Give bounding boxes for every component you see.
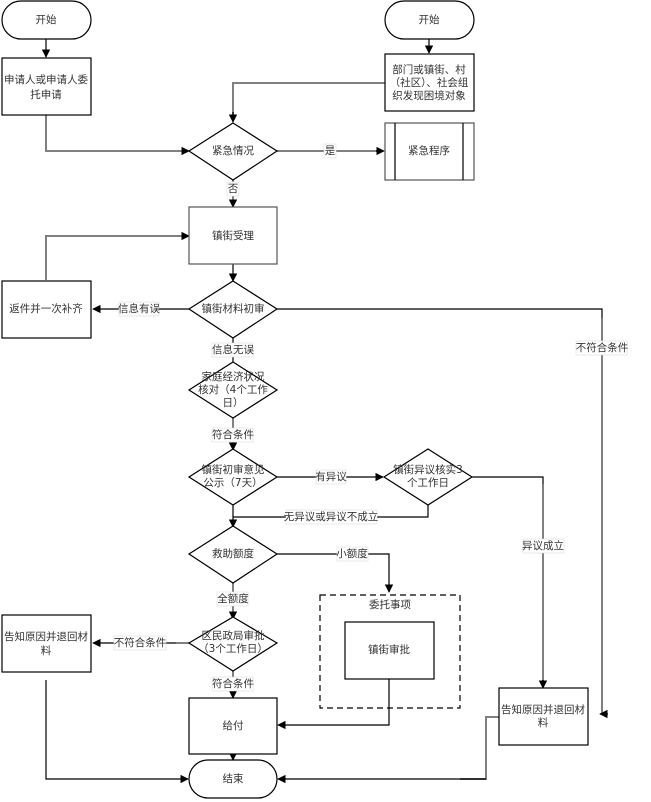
label-no: 否 <box>226 181 240 197</box>
discover-node: 部门或镇街、村 （社区）、社会组 织发现困境对象 <box>384 53 475 112</box>
notify-return-left-node: 告知原因并退回材 料 <box>1 614 92 673</box>
delegated-group: 委托事项 <box>319 594 461 709</box>
objection-verify-label-line2: 个工作日 <box>407 477 449 489</box>
svg-text:不符合条件: 不符合条件 <box>114 636 167 649</box>
street-accept-label: 镇街受理 <box>212 229 254 242</box>
label-not-meets-left: 不符合条件 <box>113 635 167 651</box>
street-accept-node: 镇街受理 <box>188 206 278 265</box>
start-right-label: 开始 <box>419 13 440 26</box>
aid-amount-decision: 救助额度 <box>187 525 279 584</box>
family-check-decision: 家庭经济状况 核对（4个工作 日） <box>187 361 279 419</box>
objection-verify-label-line1: 镇街异议核实3 <box>393 463 463 476</box>
start-left-node: 开始 <box>1 0 92 40</box>
svg-text:否: 否 <box>228 183 239 195</box>
apply-label-line2: 托申请 <box>30 88 62 101</box>
start-left-label: 开始 <box>36 13 57 26</box>
family-check-label-line2: 核对（4个工作 <box>198 383 268 396</box>
district-approve-label-line2: （3个工作日） <box>198 643 268 655</box>
label-small-amount: 小额度 <box>336 546 369 562</box>
delegated-group-label: 委托事项 <box>369 598 411 611</box>
apply-label-line1: 申请人或申请人委 <box>4 73 88 86</box>
label-objection-valid: 异议成立 <box>522 538 565 554</box>
district-approve-decision: 区民政局审批 （3个工作日） <box>187 616 279 672</box>
edge-street-pay <box>277 679 390 730</box>
objection-verify-decision: 镇街异议核实3 个工作日 <box>382 448 474 506</box>
return-supplement-label: 返件并一次补齐 <box>9 302 83 315</box>
initial-review-decision: 镇街材料初审 <box>187 280 279 339</box>
svg-text:异议成立: 异议成立 <box>522 539 564 552</box>
publicity-label-line1: 镇街初审意见 <box>202 463 265 476</box>
label-has-objection: 有异议 <box>315 469 347 485</box>
edge-notify-left-end <box>45 680 189 784</box>
svg-text:符合条件: 符合条件 <box>212 677 254 690</box>
edge-objection-valid <box>472 476 544 485</box>
discover-label-line3: 织发现困境对象 <box>392 89 466 102</box>
edge-review-notmeets <box>277 308 603 320</box>
label-full-amount: 全额度 <box>216 591 249 607</box>
start-right-node: 开始 <box>384 0 475 40</box>
edge-aid-small <box>277 553 394 593</box>
svg-text:信息有误: 信息有误 <box>118 302 160 315</box>
svg-text:无异议或异议不成立: 无异议或异议不成立 <box>284 510 379 523</box>
svg-text:小额度: 小额度 <box>336 547 368 560</box>
pay-label: 给付 <box>223 719 244 732</box>
label-not-meets-right: 不符合条件 <box>575 340 629 356</box>
label-meets: 符合条件 <box>211 427 254 443</box>
emergency-procedure-label: 紧急程序 <box>408 144 450 157</box>
svg-text:不符合条件: 不符合条件 <box>576 341 629 354</box>
notify-return-left-line2: 料 <box>41 644 52 657</box>
label-no-objection: 无异议或异议不成立 <box>284 509 379 525</box>
street-approve-node: 镇街审批 <box>344 621 435 680</box>
pay-node: 给付 <box>188 697 278 755</box>
emergency-decision: 紧急情况 <box>187 122 279 181</box>
publicity-label-line2: 公示（7天） <box>203 477 262 489</box>
end-label: 结束 <box>223 772 244 785</box>
end-node: 结束 <box>188 759 278 799</box>
notify-return-right-line2: 料 <box>538 716 549 729</box>
aid-amount-label: 救助额度 <box>212 547 254 560</box>
return-supplement-node: 返件并一次补齐 <box>1 280 92 339</box>
district-approve-label-line1: 区民政局审批 <box>202 629 265 642</box>
publicity-decision: 镇街初审意见 公示（7天） <box>187 448 279 506</box>
family-check-label-line3: 日） <box>223 397 244 409</box>
emergency-procedure-node: 紧急程序 <box>384 122 475 181</box>
notify-return-right-line1: 告知原因并退回材 <box>501 703 585 716</box>
label-meets-2: 符合条件 <box>211 676 254 692</box>
edge-discover-emergency <box>232 82 385 117</box>
initial-review-label: 镇街材料初审 <box>202 302 265 315</box>
notify-return-left-line1: 告知原因并退回材 <box>4 630 88 643</box>
family-check-label-line1: 家庭经济状况 <box>202 370 265 383</box>
street-approve-label: 镇街审批 <box>368 643 410 656</box>
emergency-decision-label: 紧急情况 <box>212 144 254 157</box>
svg-text:有异议: 有异议 <box>315 470 347 483</box>
edge-labels: 是 否 信息有误 信息无误 不符合条件 符合条件 有异议 无异议或异议不成立 <box>113 143 629 692</box>
notify-return-right-node: 告知原因并退回材 料 <box>498 687 589 746</box>
discover-label-line1: 部门或镇街、村 <box>392 63 466 76</box>
apply-node: 申请人或申请人委 托申请 <box>1 57 92 116</box>
svg-text:全额度: 全额度 <box>217 592 249 605</box>
edge-apply-emergency <box>45 115 188 152</box>
label-yes: 是 <box>323 143 337 159</box>
discover-label-line2: （社区）、社会组 <box>390 76 469 89</box>
label-info-error: 信息有误 <box>118 301 160 317</box>
label-info-ok: 信息无误 <box>211 342 254 358</box>
svg-text:信息无误: 信息无误 <box>212 343 254 356</box>
svg-text:符合条件: 符合条件 <box>212 428 254 441</box>
edge-return-accept <box>45 235 186 280</box>
svg-text:是: 是 <box>325 145 336 157</box>
